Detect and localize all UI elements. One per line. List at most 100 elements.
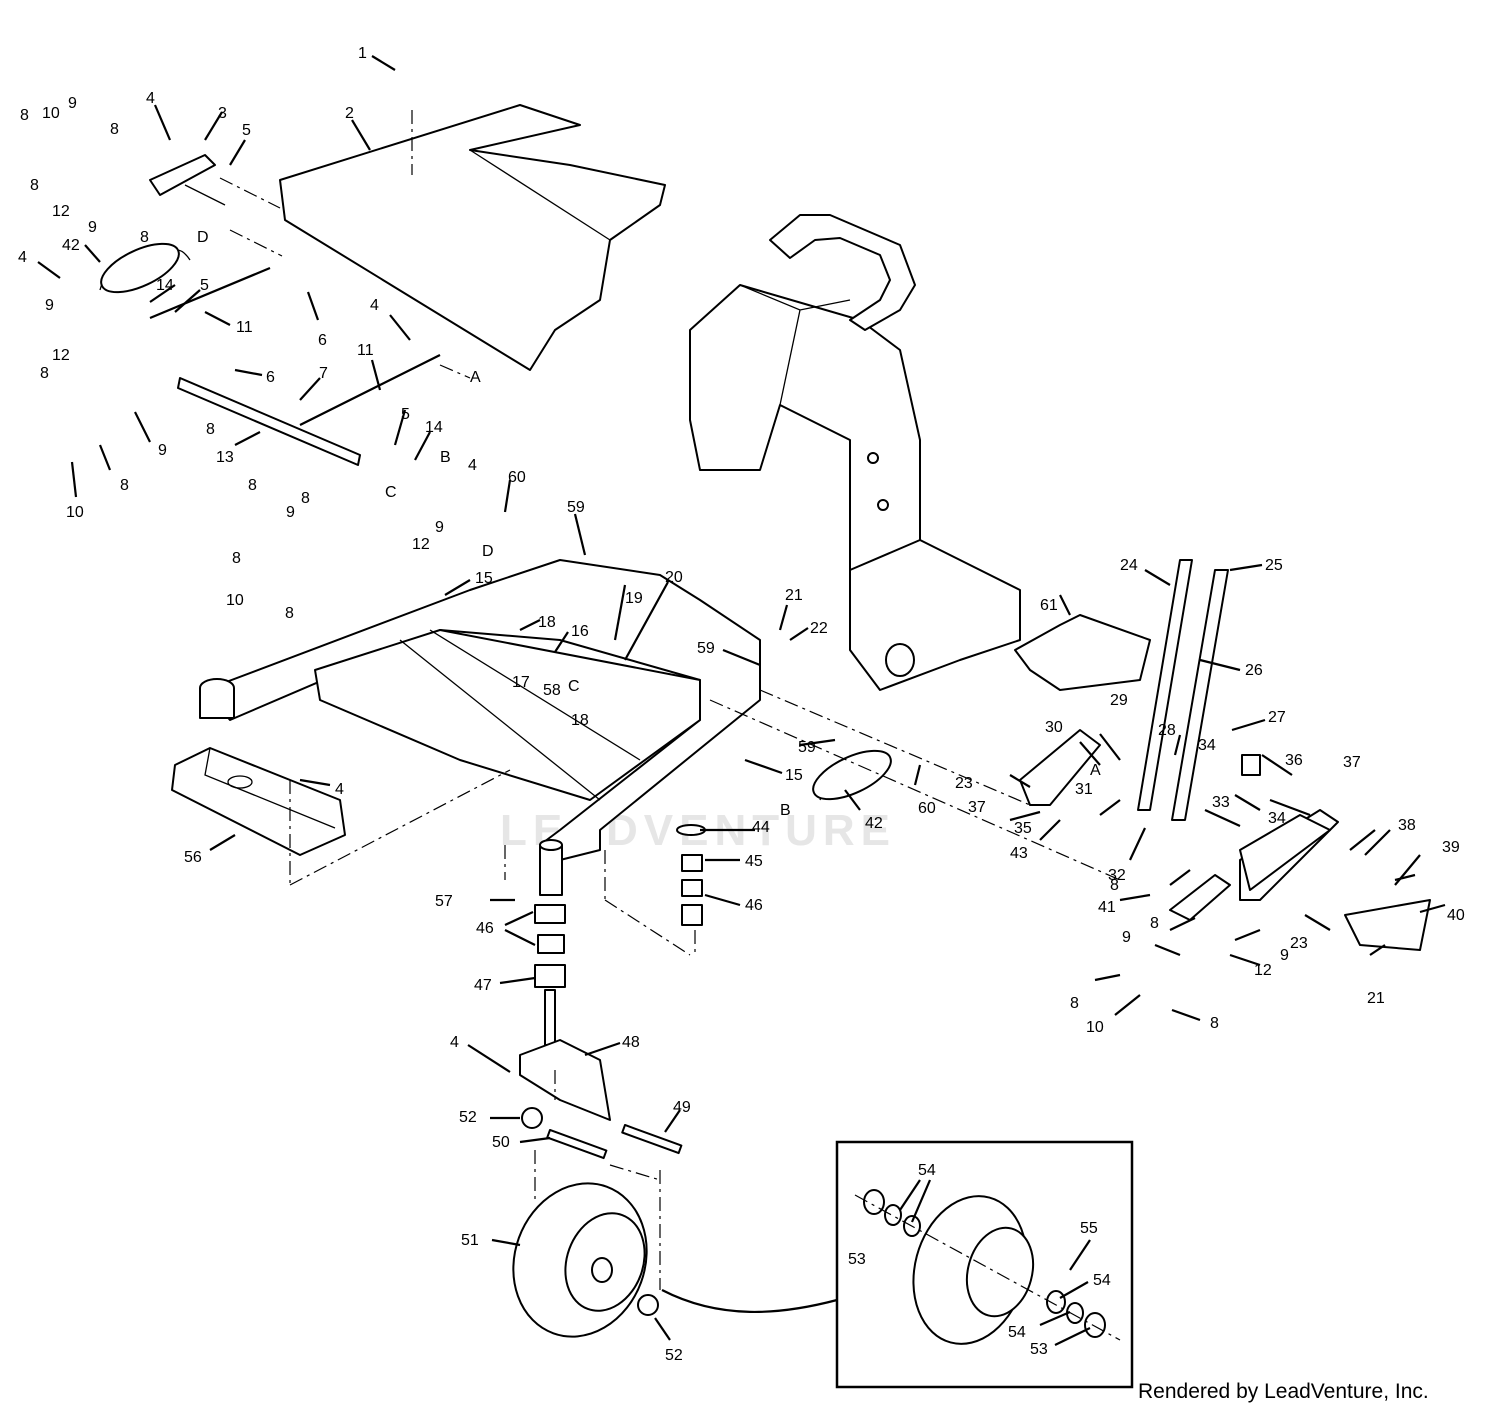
assembly-lines: [219, 110, 1121, 1341]
callout-57-1: 57: [435, 893, 453, 910]
callout-8-7: 8: [120, 477, 129, 494]
callout-59-3: 59: [798, 739, 816, 756]
callout-8-14: 8: [1070, 995, 1079, 1012]
callout-54-3: 54: [1008, 1324, 1026, 1341]
callout-16-1: 16: [571, 623, 589, 640]
callout-8-15: 8: [1210, 1015, 1219, 1032]
callout-35-1: 35: [1014, 820, 1032, 837]
callout-52-2: 52: [665, 1347, 683, 1364]
callout-38-1: 38: [1398, 817, 1416, 834]
callout-7-1: 7: [319, 365, 328, 382]
callout-20-1: 20: [665, 569, 683, 586]
callout-4-2: 4: [18, 249, 27, 266]
callout-54-2: 54: [1093, 1272, 1111, 1289]
wheel-detail-inset: [661, 1140, 1134, 1389]
callout-54-1: 54: [918, 1162, 936, 1179]
callout-60-2: 60: [918, 800, 936, 817]
callout-11-2: 11: [357, 342, 374, 359]
callout-19-1: 19: [625, 590, 643, 607]
callout-14-1: 14: [156, 277, 174, 294]
ref-letter-a-2: A: [1090, 762, 1101, 779]
callout-25-1: 25: [1265, 557, 1283, 574]
callout-9-2: 9: [88, 219, 97, 236]
callout-37-1: 37: [968, 799, 986, 816]
callout-18-1: 18: [538, 614, 556, 631]
callout-22-1: 22: [810, 620, 828, 637]
callout-9-1: 9: [68, 95, 77, 112]
callout-61-1: 61: [1040, 597, 1058, 614]
front-bumper: [171, 747, 346, 856]
callout-53-1: 53: [848, 1251, 866, 1268]
callout-12-3: 12: [412, 536, 430, 553]
callout-12-1: 12: [52, 203, 70, 220]
callout-14-2: 14: [425, 419, 443, 436]
callout-8-10: 8: [232, 550, 241, 567]
callout-44-1: 44: [752, 819, 770, 836]
spring-upper: [99, 242, 191, 294]
callout-56-1: 56: [184, 849, 202, 866]
callout-13-1: 13: [216, 449, 234, 466]
callout-29-1: 29: [1110, 692, 1128, 709]
callout-58-1: 58: [543, 682, 561, 699]
callout-50-1: 50: [492, 1134, 510, 1151]
callout-51-1: 51: [461, 1232, 479, 1249]
callout-8-12: 8: [1110, 877, 1119, 894]
callout-10-4: 10: [1086, 1019, 1104, 1036]
callout-23-1: 23: [955, 775, 973, 792]
callout-8-3: 8: [30, 177, 39, 194]
callout-10-1: 10: [42, 105, 60, 122]
callout-31-1: 31: [1075, 781, 1093, 798]
callout-8-4: 8: [140, 229, 149, 246]
ref-letter-d-1: D: [197, 229, 209, 246]
pedal-assembly: [1019, 559, 1431, 951]
callout-8-2: 8: [110, 121, 119, 138]
callout-36-1: 36: [1285, 752, 1303, 769]
callout-49-1: 49: [673, 1099, 691, 1116]
callout-9-8: 9: [1280, 947, 1289, 964]
callout-15-2: 15: [785, 767, 803, 784]
callout-8-6: 8: [40, 365, 49, 382]
callout-34-1: 34: [1198, 737, 1216, 754]
ref-letter-b-2: B: [780, 802, 791, 819]
callout-9-4: 9: [158, 442, 167, 459]
callout-9-7: 9: [1122, 929, 1131, 946]
seat-tower: [689, 214, 1021, 691]
ref-letter-c-2: C: [568, 678, 580, 695]
callout-45-1: 45: [745, 853, 763, 870]
callout-47-1: 47: [474, 977, 492, 994]
linkage-rods: [149, 154, 441, 466]
callout-4-4: 4: [468, 457, 477, 474]
callout-8-8: 8: [248, 477, 257, 494]
callout-6-1: 6: [318, 332, 327, 349]
front-wheel: [512, 1182, 648, 1338]
callout-42-2: 42: [865, 815, 883, 832]
callout-18-2: 18: [571, 712, 589, 729]
callout-1-1: 1: [358, 45, 367, 62]
ref-letter-a-1: A: [470, 369, 481, 386]
callout-27-1: 27: [1268, 709, 1286, 726]
callout-53-2: 53: [1030, 1341, 1048, 1358]
callout-5-3: 5: [401, 406, 410, 423]
foot-plate: [279, 104, 666, 371]
callout-43-1: 43: [1010, 845, 1028, 862]
callout-21-1: 21: [785, 587, 803, 604]
callout-17-1: 17: [512, 674, 530, 691]
callout-48-1: 48: [622, 1034, 640, 1051]
foot-rest-plate: [1014, 614, 1151, 691]
main-frame: [199, 559, 761, 861]
callout-8-11: 8: [285, 605, 294, 622]
callout-11-1: 11: [236, 319, 253, 336]
callout-10-2: 10: [66, 504, 84, 521]
callout-52-1: 52: [459, 1109, 477, 1126]
callout-40-1: 40: [1447, 907, 1465, 924]
callout-8-13: 8: [1150, 915, 1159, 932]
callout-8-1: 8: [20, 107, 29, 124]
callout-24-1: 24: [1120, 557, 1138, 574]
ref-letter-c-1: C: [385, 484, 397, 501]
callout-8-9: 8: [301, 490, 310, 507]
callout-4-3: 4: [370, 297, 379, 314]
ref-letter-b-1: B: [440, 449, 451, 466]
